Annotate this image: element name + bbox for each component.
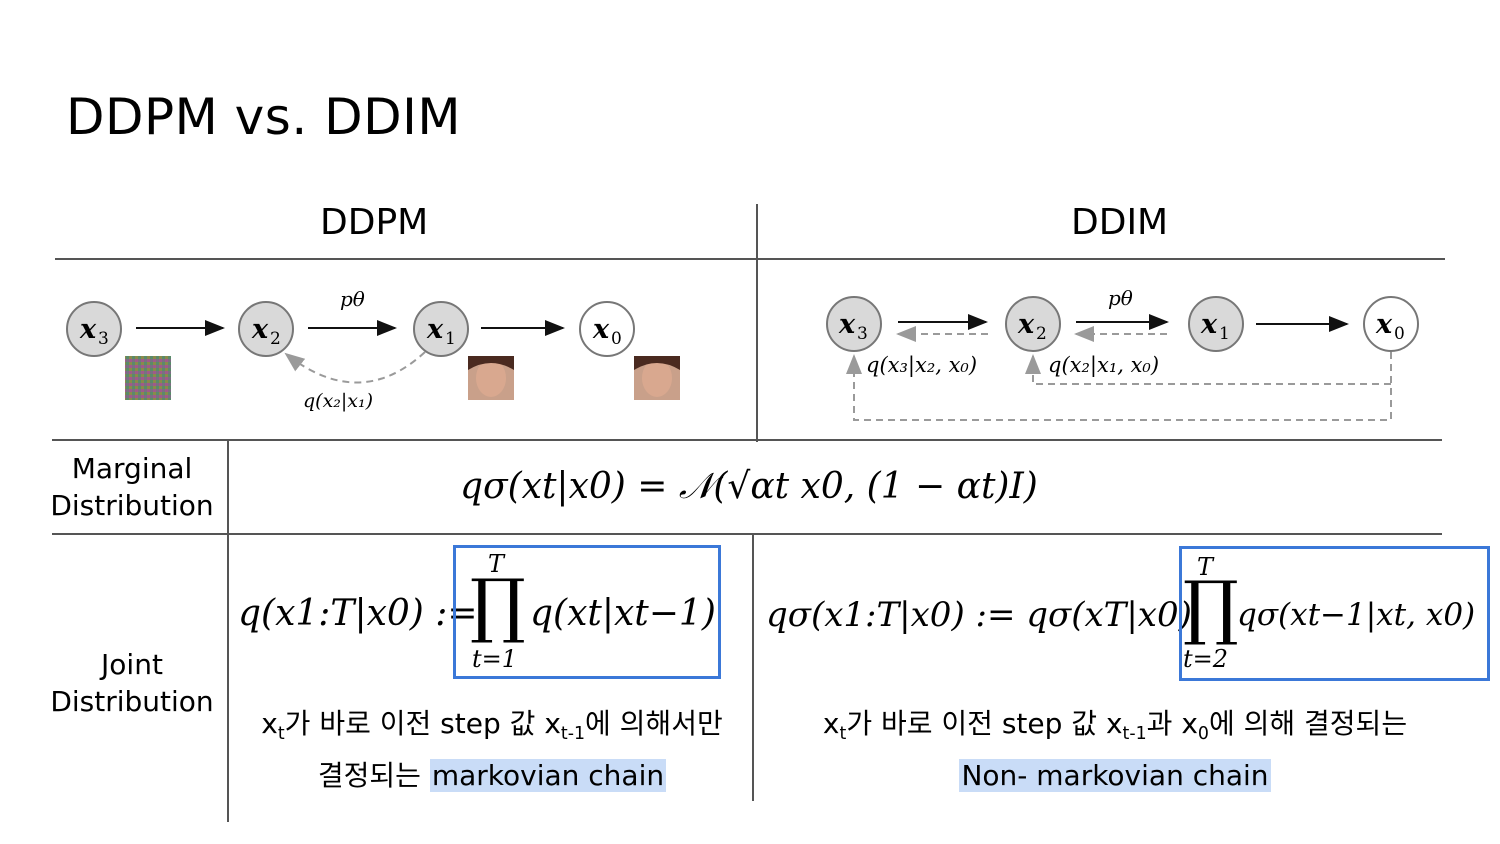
ddpm-node-x2: x 2 [239, 302, 293, 356]
ddpm-node-x3: x 3 [67, 302, 121, 356]
noise-image [125, 356, 171, 400]
ddpm-prod-symbol: ∏ [470, 570, 526, 640]
ddim-joint-lhs: qσ(x1:T|x0) := qσ(xT|x0) [766, 595, 1192, 635]
ddim-node-x0: x 0 [1364, 297, 1418, 351]
column-divider-top [756, 204, 758, 442]
column-header-ddpm: DDPM [320, 202, 428, 243]
svg-text:1: 1 [1219, 324, 1230, 344]
ddpm-joint-lhs: q(x1:T|x0) := [238, 593, 478, 634]
ddpm-node-x1: x 1 [414, 302, 468, 356]
marginal-formula: qσ(xt|x0) = 𝒩(√αt x0, (1 − αt)I) [460, 466, 1038, 508]
face-image-x0 [634, 356, 680, 400]
svg-text:0: 0 [611, 329, 622, 349]
ddim-node-x1: x 1 [1189, 297, 1243, 351]
face-image-x1 [468, 356, 514, 400]
column-header-ddim: DDIM [1071, 202, 1168, 243]
svg-text:2: 2 [270, 329, 281, 349]
ddpm-description-line2: 결정되는 markovian chain [232, 750, 752, 802]
ddim-p-theta-label: pθ [1108, 286, 1133, 310]
marginal-divider [52, 533, 1442, 535]
svg-text:3: 3 [98, 329, 109, 349]
svg-text:x: x [1375, 309, 1393, 340]
row-label-marginal-line1: Marginal [42, 450, 222, 487]
ddpm-p-theta-label: pθ [340, 287, 365, 311]
ddim-q-label-2: q(x₂|x₁, x₀) [1048, 353, 1159, 378]
ddim-node-x2: x 2 [1006, 297, 1060, 351]
ddpm-reverse-curve [286, 352, 425, 383]
ddim-q-label-1: q(x₃|x₂, x₀) [866, 353, 977, 378]
row-label-marginal-line2: Distribution [42, 487, 222, 524]
row-label-divider [227, 440, 229, 822]
row-label-joint-line2: Distribution [42, 683, 222, 720]
ddpm-description-line1: xt가 바로 이전 step 값 xt-1에 의해서만 [232, 698, 752, 750]
svg-text:x: x [251, 314, 269, 345]
svg-text:2: 2 [1036, 324, 1047, 344]
ddim-prod-lower: t=2 [1183, 645, 1228, 673]
ddpm-chain-diagram: x 3 x 2 pθ x 1 x 0 q(x₂|x₁) [60, 272, 710, 432]
ddpm-joint-rhs: q(xt|xt−1) [530, 593, 716, 634]
diagram-divider [52, 439, 1442, 441]
svg-text:x: x [592, 314, 610, 345]
row-label-joint-line1: Joint [42, 646, 222, 683]
svg-text:x: x [1200, 309, 1218, 340]
ddpm-prod-lower: t=1 [472, 645, 517, 673]
svg-text:3: 3 [857, 324, 868, 344]
row-label-joint: Joint Distribution [42, 646, 222, 720]
ddpm-q-label: q(x₂|x₁) [303, 390, 373, 412]
ddpm-description: xt가 바로 이전 step 값 xt-1에 의해서만 결정되는 markovi… [232, 698, 752, 802]
ddim-description-line2: Non- markovian chain [780, 750, 1450, 802]
ddpm-highlight: markovian chain [430, 759, 666, 792]
svg-text:0: 0 [1394, 324, 1405, 344]
svg-text:1: 1 [445, 329, 456, 349]
ddpm-node-x0: x 0 [580, 302, 634, 356]
svg-text:x: x [1017, 309, 1035, 340]
slide-title: DDPM vs. DDIM [66, 88, 461, 146]
row-label-marginal: Marginal Distribution [42, 450, 222, 524]
svg-text:x: x [79, 314, 97, 345]
ddim-description: xt가 바로 이전 step 값 xt-1과 x0에 의해 결정되는 Non- … [780, 698, 1450, 802]
ddim-description-line1: xt가 바로 이전 step 값 xt-1과 x0에 의해 결정되는 [780, 698, 1450, 750]
ddim-chain-diagram: x 3 x 2 pθ x 1 x 0 q(x₃|x₂, x₀) q(x₂|x₁,… [810, 272, 1450, 432]
svg-text:x: x [426, 314, 444, 345]
ddim-highlight: Non- markovian chain [959, 759, 1270, 792]
column-divider-bottom [752, 534, 754, 801]
header-divider [55, 258, 1445, 260]
ddim-prod-symbol: ∏ [1183, 572, 1239, 642]
svg-text:x: x [838, 309, 856, 340]
ddim-joint-rhs: qσ(xt−1|xt, x0) [1237, 597, 1475, 633]
ddim-node-x3: x 3 [827, 297, 881, 351]
